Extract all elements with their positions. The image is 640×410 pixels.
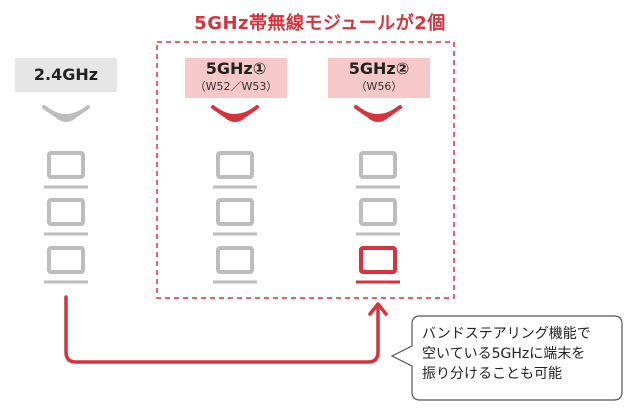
band-name: 5GHz②: [348, 59, 410, 78]
callout-bubble: [390, 315, 623, 401]
laptop-icon: [213, 246, 257, 284]
label-bg-5ghz-1: [185, 58, 287, 98]
label-bg-5ghz-2: [328, 58, 430, 98]
band-label-5ghz-2: 5GHz② （W56）: [328, 59, 430, 94]
wifi-icon-5ghz-1: [211, 105, 259, 122]
wifi-icon-2-4ghz: [42, 105, 90, 122]
band-label-5ghz-1: 5GHz① （W52／W53）: [185, 59, 287, 94]
label-bg-2-4ghz: [15, 58, 117, 92]
laptop-icon: [44, 198, 88, 236]
laptop-icon: [356, 198, 400, 236]
laptop-icon: [213, 151, 257, 189]
band-name: 5GHz①: [205, 59, 267, 78]
band-channels: （W56）: [355, 80, 403, 93]
diagram-title: 5GHz帯無線モジュールが2個: [194, 13, 446, 34]
laptop-icon: [44, 246, 88, 284]
5ghz-group-box: [156, 41, 455, 299]
callout-line: 空いている5GHzに端末を: [422, 346, 586, 362]
callout-line: バンドステアリング機能で: [422, 326, 591, 342]
band-name: 2.4GHz: [33, 65, 99, 84]
wifi-icon-5ghz-2: [354, 105, 402, 122]
steering-arrow: [64, 295, 380, 364]
callout-line: 振り分けることも可能: [422, 366, 562, 382]
laptop-icon: [213, 198, 257, 236]
laptop-icon: [44, 151, 88, 189]
steering-arrowhead: [368, 302, 388, 316]
laptop-icon: [356, 151, 400, 189]
callout-text: バンドステアリング機能で 空いている5GHzに端末を 振り分けることも可能: [412, 316, 622, 400]
band-label-2-4ghz: 2.4GHz: [15, 66, 117, 84]
laptop-icon-steered: [356, 246, 400, 284]
band-channels: （W52／W53）: [194, 80, 278, 93]
